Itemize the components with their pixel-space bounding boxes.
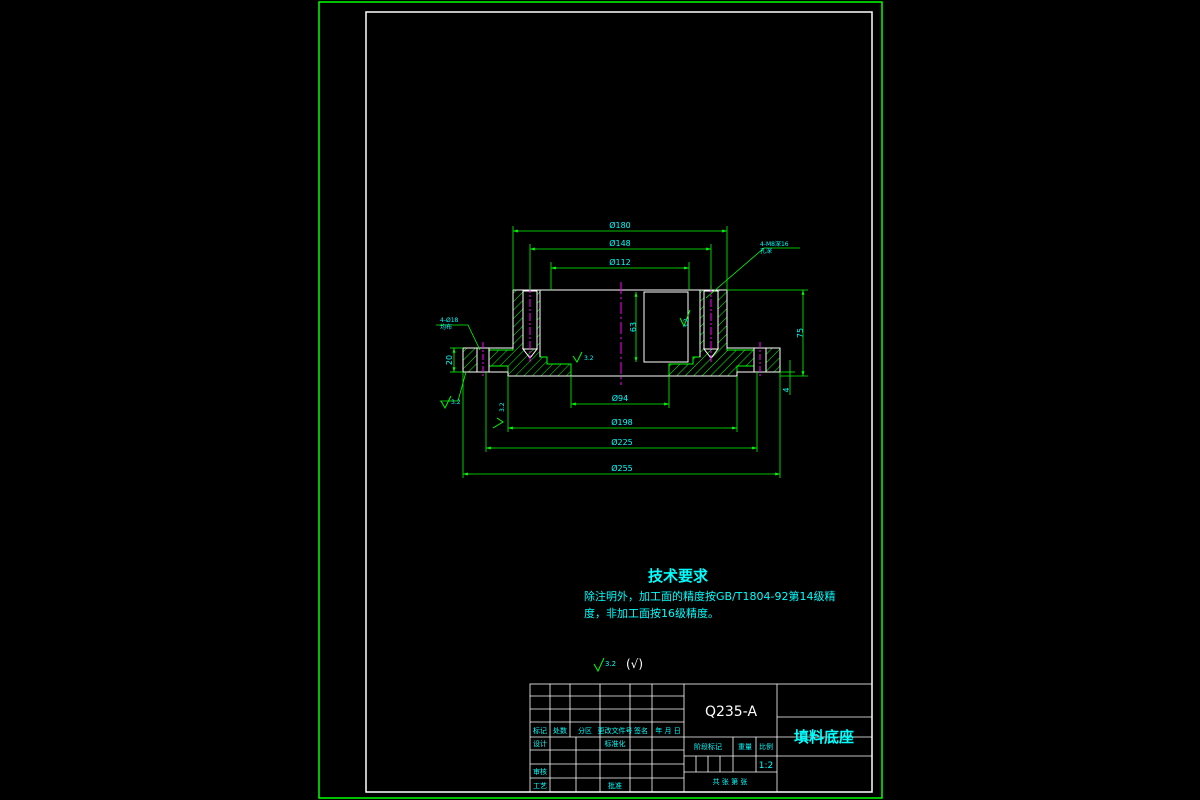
general-roughness: 3.2 (√) xyxy=(593,657,643,673)
dim-h20: 20 xyxy=(445,355,454,365)
svg-text:3.2: 3.2 xyxy=(499,402,506,412)
tech-requirements: 技术要求 除注明外，加工面的精度按GB/T1804-92第14级精 度，非加工面… xyxy=(584,567,835,620)
inner-key-face xyxy=(643,291,689,363)
general-roughness-paren: (√) xyxy=(626,657,643,671)
tech-line-2: 度，非加工面按16级精度。 xyxy=(584,606,719,620)
rev-hdr-5: 年 月 日 xyxy=(655,726,680,735)
roughness-flange: 3.2 xyxy=(440,395,461,410)
dim-d225: Ø225 xyxy=(611,437,633,447)
dimension-labels: Ø180 Ø148 Ø112 Ø94 Ø198 Ø225 Ø255 63 75 … xyxy=(440,220,805,473)
dim-d94: Ø94 xyxy=(612,393,628,403)
material: Q235-A xyxy=(705,704,757,720)
label-review: 审核 xyxy=(533,767,547,776)
svg-text:3.2: 3.2 xyxy=(683,318,690,328)
label-scale: 比例 xyxy=(759,742,773,751)
roughness-recess: 3.2 xyxy=(492,402,506,429)
tech-title: 技术要求 xyxy=(648,567,709,585)
section-view xyxy=(462,282,781,385)
dim-h75: 75 xyxy=(796,328,805,338)
dim-d255: Ø255 xyxy=(611,463,633,473)
rev-hdr-3: 更改文件号 xyxy=(598,726,633,735)
label-weight: 重量 xyxy=(738,743,752,751)
dimensions xyxy=(436,226,808,478)
title-block-text: Q235-A 填料底座 1:2 标记 处数 分区 更改文件号 签名 年 月 日 … xyxy=(533,704,854,790)
scale-value: 1:2 xyxy=(759,761,773,771)
dim-d148: Ø148 xyxy=(609,238,631,248)
rev-hdr-2: 分区 xyxy=(578,726,592,735)
general-roughness-value: 3.2 xyxy=(605,660,616,668)
part-name: 填料底座 xyxy=(794,728,854,746)
roughness-bore: 3.2 xyxy=(679,309,691,328)
dim-d198: Ø198 xyxy=(611,417,633,427)
roughness-step: 3.2 xyxy=(572,351,594,363)
rev-hdr-4: 签名 xyxy=(634,726,648,735)
dim-h63: 63 xyxy=(629,322,638,332)
svg-text:3.2: 3.2 xyxy=(584,355,594,362)
title-block xyxy=(529,683,873,793)
dim-d112: Ø112 xyxy=(609,257,631,267)
dim-h4: 4 xyxy=(782,387,791,392)
label-design: 设计 xyxy=(533,739,547,748)
label-approve: 批准 xyxy=(608,781,622,790)
svg-text:3.2: 3.2 xyxy=(451,399,461,406)
outer-frame xyxy=(318,1,883,799)
rev-hdr-0: 标记 xyxy=(533,726,547,735)
rev-hdr-1: 处数 xyxy=(553,726,567,735)
label-sheets: 共 张 第 张 xyxy=(713,777,748,786)
label-standardization: 标准化 xyxy=(605,739,626,748)
label-stage-mark: 阶段标记 xyxy=(694,742,722,751)
tech-line-1: 除注明外，加工面的精度按GB/T1804-92第14级精 xyxy=(584,589,835,603)
dim-d180: Ø180 xyxy=(609,220,631,230)
label-process: 工艺 xyxy=(533,782,547,790)
